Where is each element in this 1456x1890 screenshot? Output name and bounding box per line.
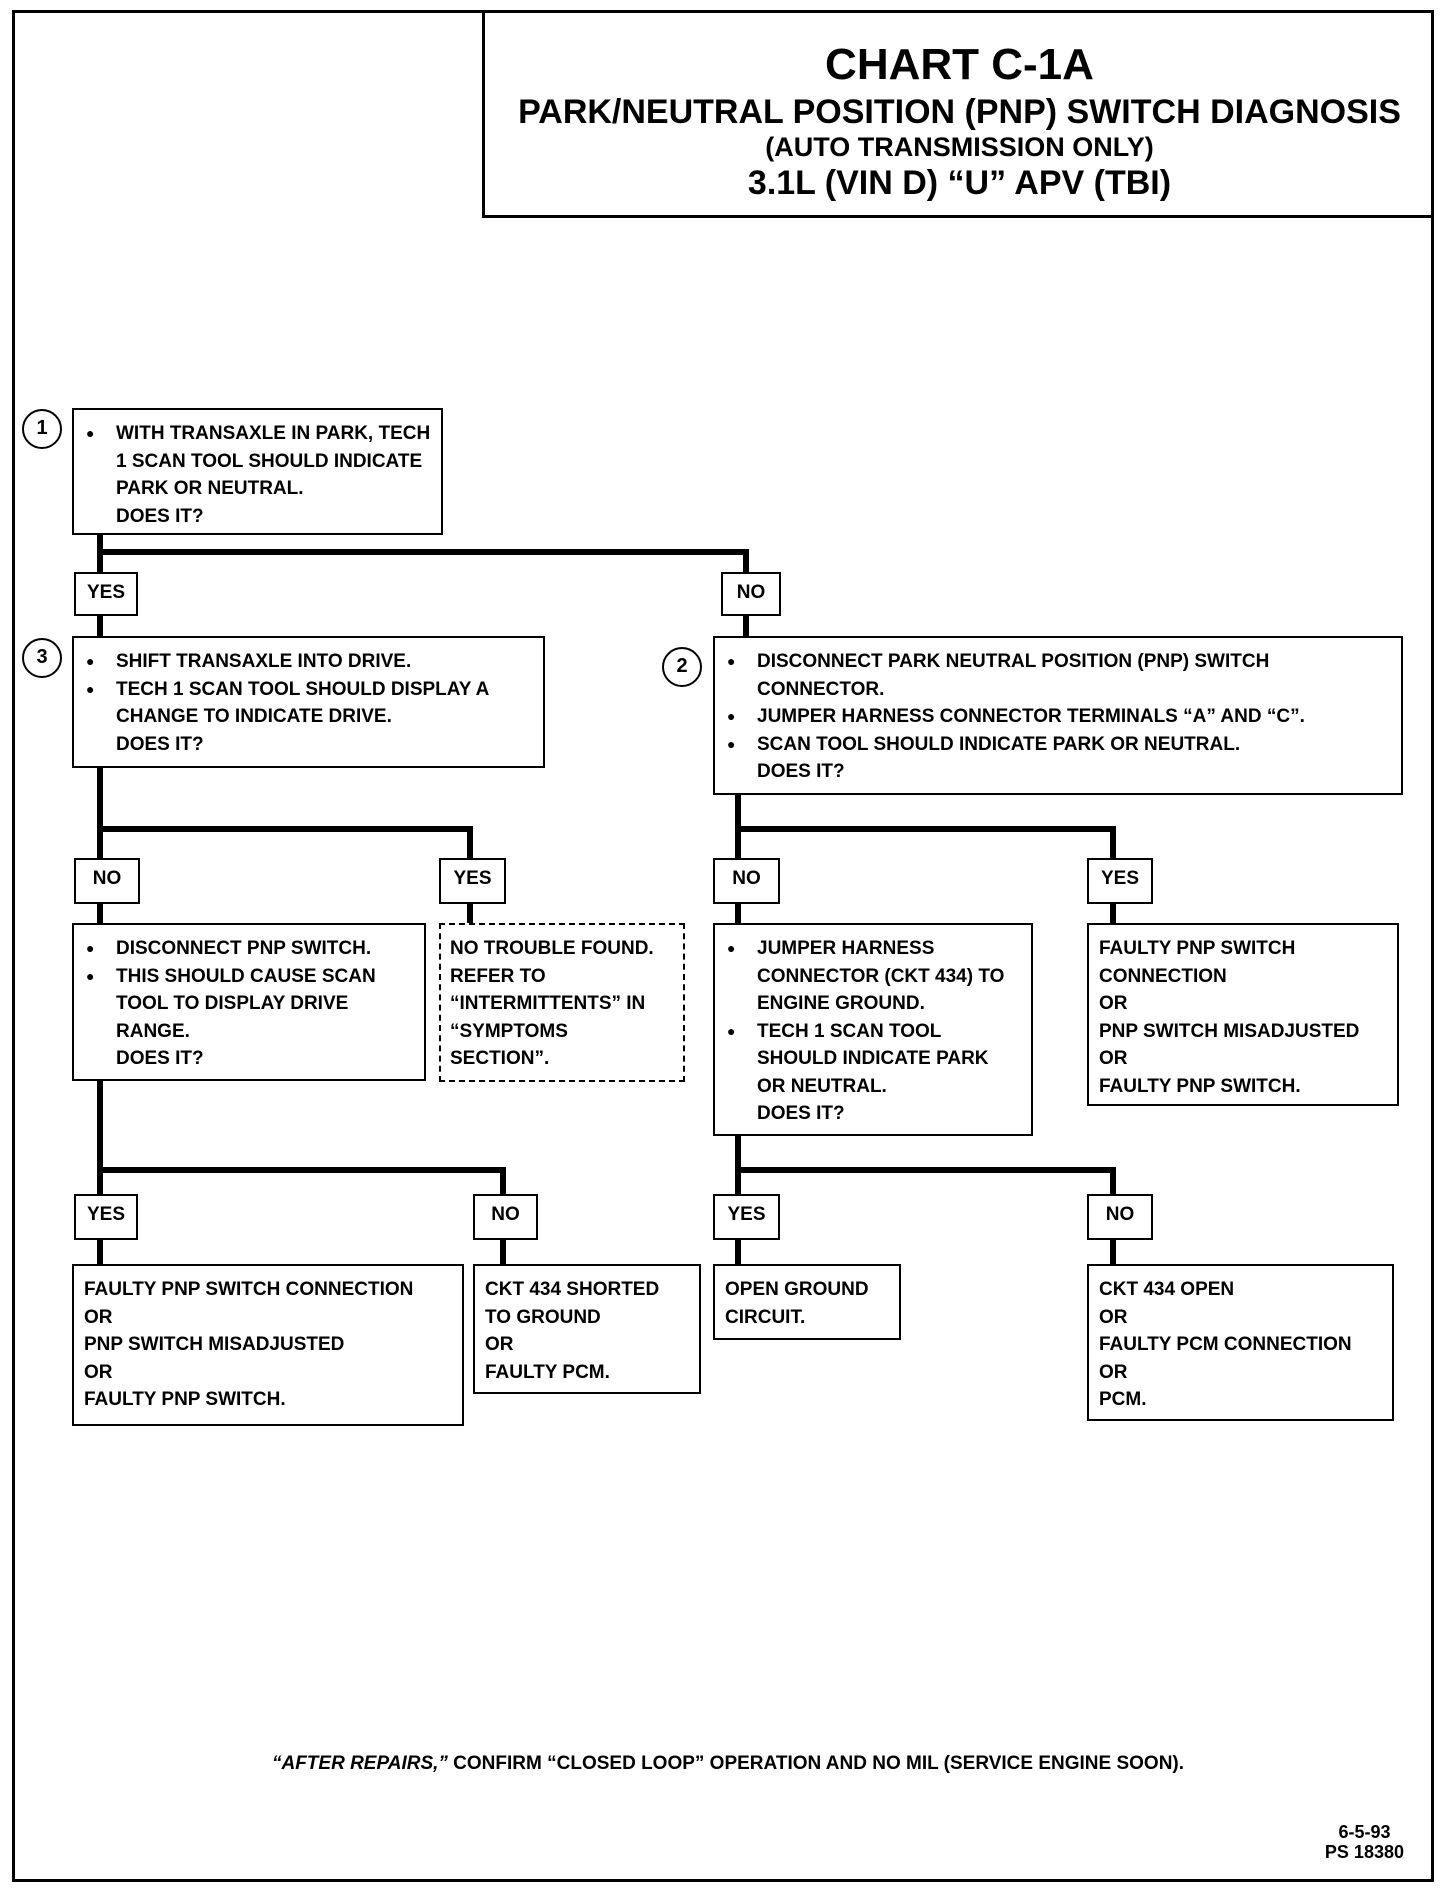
- ckt-434-open-result-box: CKT 434 OPEN OR FAULTY PCM CONNECTION OR…: [1087, 1264, 1394, 1421]
- step-1-bullet: WITH TRANSAXLE IN PARK, TECH 1 SCAN TOOL…: [84, 420, 431, 503]
- result-line: OR: [1099, 1306, 1128, 1328]
- step-1-no-label: NO: [721, 572, 781, 616]
- result-line: OR: [485, 1334, 514, 1355]
- faulty-pnp-switch-result-box: FAULTY PNP SWITCH CONNECTION OR PNP SWIT…: [1087, 923, 1399, 1106]
- no-trouble-line: REFER TO: [450, 965, 546, 987]
- result-line: OPEN GROUND: [725, 1279, 869, 1300]
- no-trouble-line: “SYMPTOMS: [450, 1020, 568, 1042]
- result-line: FAULTY PCM.: [485, 1361, 610, 1383]
- step-5-bullet: JUMPER HARNESS CONNECTOR (CKT 434) TO EN…: [725, 935, 1021, 1018]
- chart-title-block: CHART C-1A PARK/NEUTRAL POSITION (PNP) S…: [482, 10, 1434, 218]
- result-line: CIRCUIT.: [725, 1306, 806, 1328]
- step-4-box: DISCONNECT PNP SWITCH. THIS SHOULD CAUSE…: [72, 923, 426, 1081]
- step-4-yes-label: YES: [74, 1194, 138, 1240]
- no-trouble-found-box: NO TROUBLE FOUND. REFER TO “INTERMITTENT…: [439, 923, 685, 1082]
- step-3-bullet: TECH 1 SCAN TOOL SHOULD DISPLAY A CHANGE…: [84, 676, 533, 731]
- step-5-bullet: TECH 1 SCAN TOOL SHOULD INDICATE PARK OR…: [725, 1018, 1021, 1101]
- result-line: OR: [1099, 993, 1128, 1014]
- chart-subtitle: PARK/NEUTRAL POSITION (PNP) SWITCH DIAGN…: [518, 93, 1401, 131]
- step-5-yes-label: YES: [713, 1194, 780, 1240]
- result-line: CKT 434 SHORTED: [485, 1279, 660, 1300]
- after-repairs-note: “AFTER REPAIRS,” CONFIRM “CLOSED LOOP” O…: [0, 1753, 1456, 1775]
- connector-box2-split: [735, 789, 1116, 863]
- result-line: OR: [1099, 1361, 1128, 1383]
- step-2-no-label: NO: [713, 858, 780, 904]
- result-line: FAULTY PNP SWITCH CONNECTION: [84, 1279, 414, 1300]
- result-line: FAULTY PNP SWITCH.: [1099, 1075, 1301, 1097]
- step-3-box: SHIFT TRANSAXLE INTO DRIVE. TECH 1 SCAN …: [72, 636, 545, 768]
- step-3-no-label: NO: [74, 858, 140, 904]
- ckt-434-shorted-result-box: CKT 434 SHORTED TO GROUND OR FAULTY PCM.: [473, 1264, 701, 1394]
- step-1-question: DOES IT?: [116, 505, 204, 527]
- step-2-question: DOES IT?: [757, 761, 845, 782]
- result-line: CONNECTION: [1099, 965, 1227, 987]
- after-repairs-text: CONFIRM “CLOSED LOOP” OPERATION AND NO M…: [447, 1753, 1185, 1774]
- step-4-bullet: THIS SHOULD CAUSE SCAN TOOL TO DISPLAY D…: [84, 963, 414, 1046]
- step-5-no-label: NO: [1087, 1194, 1153, 1240]
- connector-box3-split: [97, 762, 473, 863]
- step-3-yes-label: YES: [439, 858, 506, 904]
- result-line: CKT 434 OPEN: [1099, 1279, 1235, 1300]
- step-2-bullet: JUMPER HARNESS CONNECTOR TERMINALS “A” A…: [725, 703, 1391, 731]
- step-4-bullet: DISCONNECT PNP SWITCH.: [84, 935, 414, 963]
- step-2-bullet: SCAN TOOL SHOULD INDICATE PARK OR NEUTRA…: [725, 731, 1391, 759]
- step-4-question: DOES IT?: [116, 1048, 204, 1069]
- faulty-pnp-connection-result-box: FAULTY PNP SWITCH CONNECTION OR PNP SWIT…: [72, 1264, 464, 1426]
- chart-subtitle-engine: 3.1L (VIN D) “U” APV (TBI): [747, 164, 1172, 202]
- open-ground-circuit-result-box: OPEN GROUND CIRCUIT.: [713, 1264, 901, 1340]
- step-1-yes-label: YES: [74, 572, 138, 616]
- no-trouble-line: NO TROUBLE FOUND.: [450, 938, 654, 959]
- step-3-marker: 3: [22, 638, 62, 678]
- step-2-marker: 2: [662, 647, 702, 687]
- step-4-no-label: NO: [473, 1194, 538, 1240]
- page-border: [12, 10, 1434, 1882]
- step-2-box: DISCONNECT PARK NEUTRAL POSITION (PNP) S…: [713, 636, 1403, 795]
- no-trouble-line: SECTION”.: [450, 1048, 550, 1069]
- result-line: PNP SWITCH MISADJUSTED: [1099, 1020, 1360, 1042]
- connector-box5-split: [735, 1131, 1116, 1199]
- result-line: PCM.: [1099, 1389, 1147, 1410]
- result-line: OR: [84, 1361, 113, 1383]
- step-1-marker: 1: [22, 409, 62, 449]
- after-repairs-emphasis: “AFTER REPAIRS,”: [271, 1753, 448, 1774]
- result-line: FAULTY PCM CONNECTION: [1099, 1334, 1352, 1355]
- step-5-box: JUMPER HARNESS CONNECTOR (CKT 434) TO EN…: [713, 923, 1033, 1136]
- result-line: OR: [1099, 1048, 1128, 1069]
- document-number: PS 18380: [1324, 1842, 1404, 1862]
- step-3-question: DOES IT?: [116, 733, 204, 755]
- document-id: 6-5-93 PS 18380: [1325, 1822, 1404, 1862]
- step-2-bullet: DISCONNECT PARK NEUTRAL POSITION (PNP) S…: [725, 648, 1391, 703]
- no-trouble-line: “INTERMITTENTS” IN: [450, 993, 646, 1014]
- document-date: 6-5-93: [1338, 1822, 1391, 1842]
- result-line: OR: [84, 1306, 113, 1328]
- step-2-yes-label: YES: [1087, 858, 1153, 904]
- result-line: PNP SWITCH MISADJUSTED: [84, 1334, 345, 1355]
- chart-subtitle-applicability: (AUTO TRANSMISSION ONLY): [765, 132, 1154, 162]
- connector-box4-split: [97, 1075, 506, 1199]
- result-line: FAULTY PNP SWITCH.: [84, 1389, 286, 1410]
- chart-title: CHART C-1A: [825, 40, 1094, 89]
- step-5-question: DOES IT?: [757, 1103, 845, 1124]
- result-line: TO GROUND: [485, 1306, 601, 1328]
- step-1-box: WITH TRANSAXLE IN PARK, TECH 1 SCAN TOOL…: [72, 408, 443, 535]
- step-3-bullet: SHIFT TRANSAXLE INTO DRIVE.: [84, 648, 533, 676]
- result-line: FAULTY PNP SWITCH: [1099, 938, 1296, 959]
- connector-box1-split: [97, 529, 749, 577]
